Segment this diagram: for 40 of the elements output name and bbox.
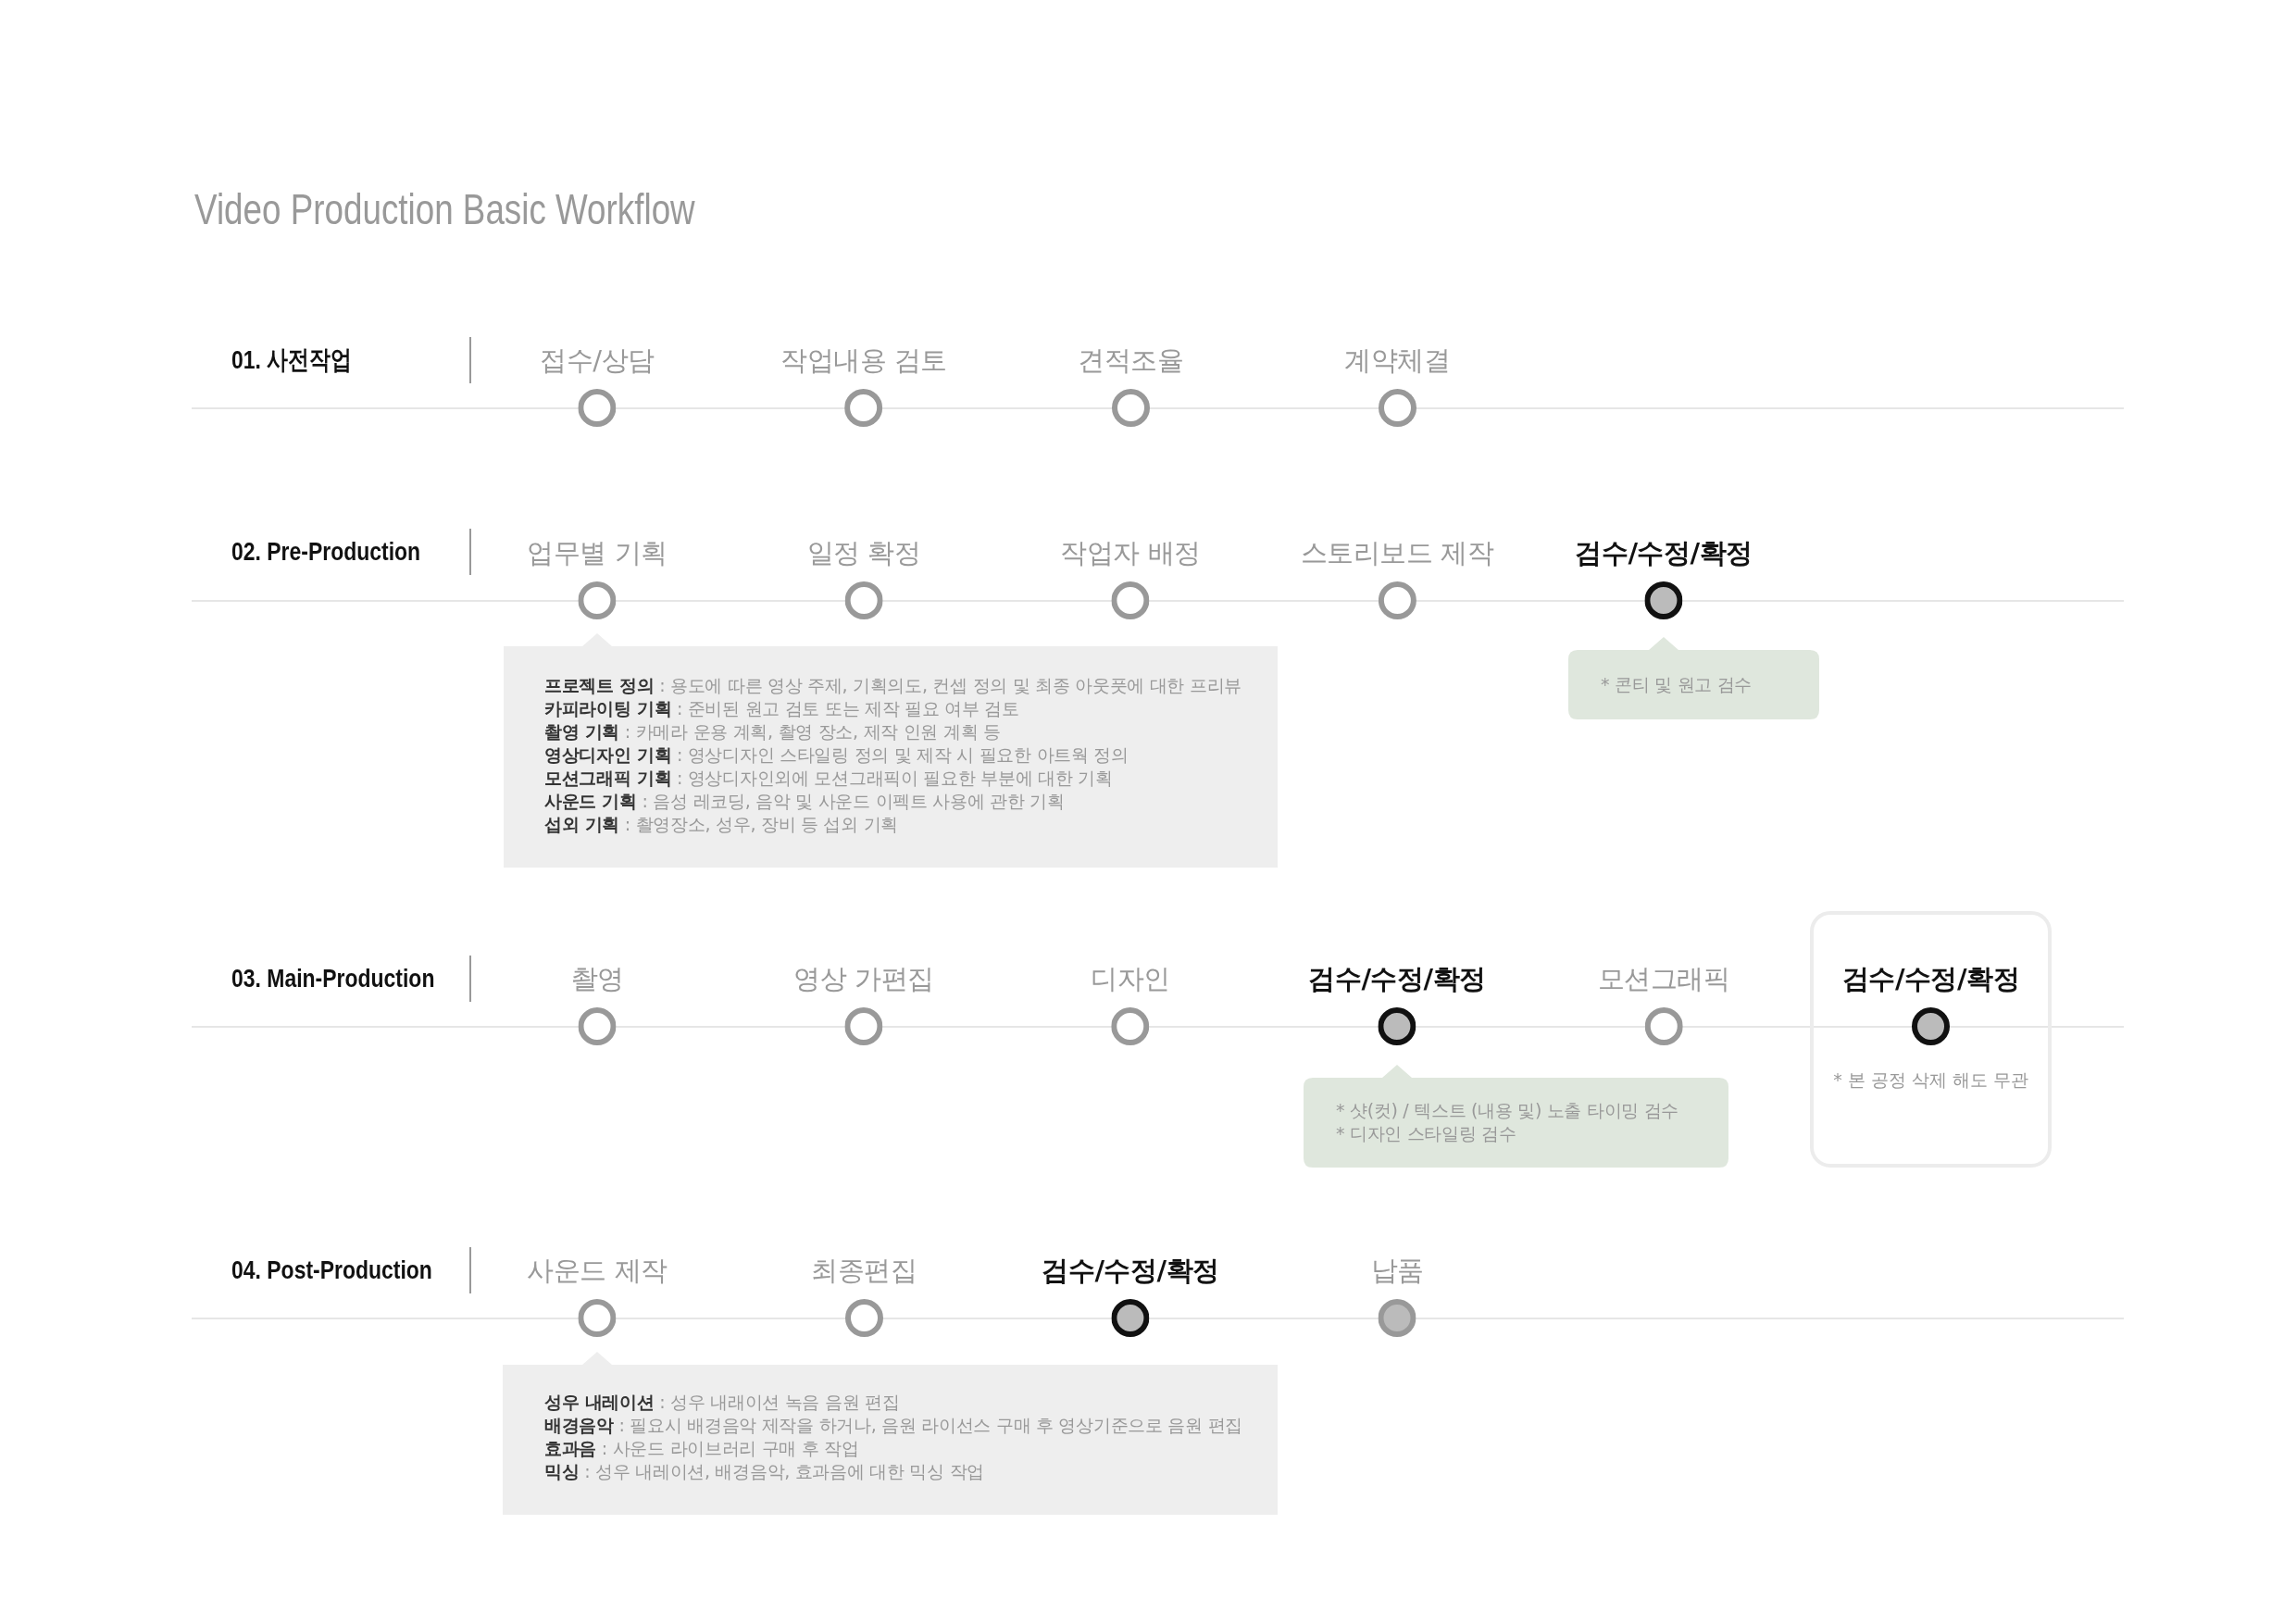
description-text: 영상디자인 기획 : 영상디자인 스타일링 정의 및 제작 시 필요한 아트웍 정의 xyxy=(544,743,1129,767)
note-text: * 콘티 및 원고 검수 xyxy=(1601,673,1753,696)
note-text: * 샷(컷) / 텍스트 (내용 및) 노출 타이밍 검수 xyxy=(1336,1099,1679,1122)
step-label: 디자인 xyxy=(1091,962,1170,995)
step-label: 사운드 제작 xyxy=(527,1254,668,1287)
row-heading: 02. Pre-Production xyxy=(231,536,421,568)
step-label: 접수/상담 xyxy=(540,344,655,377)
step-label: 작업자 배정 xyxy=(1060,536,1201,569)
step-label: 일정 확정 xyxy=(806,536,921,569)
step-label: 모션그래픽 xyxy=(1597,962,1730,995)
description-text: 섭외 기획 : 촬영장소, 성우, 장비 등 섭외 기획 xyxy=(544,813,898,836)
description-text: 믹싱 : 성우 내레이션, 배경음악, 효과음에 대한 믹싱 작업 xyxy=(544,1460,984,1483)
step-label: 업무별 기획 xyxy=(527,536,668,569)
step-label: 스토리보드 제작 xyxy=(1300,536,1494,569)
step-label: 계약체결 xyxy=(1344,344,1450,377)
step-label: 검수/수정/확정 xyxy=(1841,962,2020,995)
description-text: 모션그래픽 기획 : 영상디자인외에 모션그래픽이 필요한 부분에 대한 기획 xyxy=(544,767,1113,790)
page-title: Video Production Basic Workflow xyxy=(194,186,695,232)
row-heading: 01. 사전작업 xyxy=(231,344,353,376)
note-text: * 디자인 스타일링 검수 xyxy=(1336,1122,1516,1145)
step-label: 납품 xyxy=(1370,1254,1424,1287)
row-heading: 04. Post-Production xyxy=(231,1255,432,1286)
highlight-frame xyxy=(1810,911,2052,1168)
step-label: 검수/수정/확정 xyxy=(1575,536,1753,569)
description-text: 카피라이팅 기획 : 준비된 원고 검토 또는 제작 필요 여부 검토 xyxy=(544,697,1019,720)
step-label: 검수/수정/확정 xyxy=(1308,962,1486,995)
description-text: 사운드 기획 : 음성 레코딩, 음악 및 사운드 이펙트 사용에 관한 기획 xyxy=(544,790,1065,813)
step-label: 최종편집 xyxy=(811,1254,917,1287)
note-text: * 본 공정 삭제 해도 무관 xyxy=(1833,1068,2028,1092)
row-heading: 03. Main-Production xyxy=(231,963,435,994)
step-label: 촬영 xyxy=(570,962,624,995)
description-text: 촬영 기획 : 카메라 운용 계획, 촬영 장소, 제작 인원 계획 등 xyxy=(544,720,1001,743)
step-label: 영상 가편집 xyxy=(793,962,934,995)
description-text: 배경음악 : 필요시 배경음악 제작을 하거나, 음원 라이선스 구매 후 영상기준으로 음원 편집 xyxy=(544,1414,1242,1437)
description-text: 효과음 : 사운드 라이브러리 구매 후 작업 xyxy=(544,1437,859,1460)
step-label: 작업내용 검토 xyxy=(780,344,947,377)
description-text: 프로젝트 정의 : 용도에 따른 영상 주제, 기획의도, 컨셉 정의 및 최종 아웃풋에 대한 프리뷰 xyxy=(544,674,1242,697)
description-text: 성우 내레이션 : 성우 내래이션 녹음 음원 편집 xyxy=(544,1391,900,1414)
step-label: 견적조율 xyxy=(1078,344,1183,377)
step-label: 검수/수정/확정 xyxy=(1042,1254,1219,1287)
